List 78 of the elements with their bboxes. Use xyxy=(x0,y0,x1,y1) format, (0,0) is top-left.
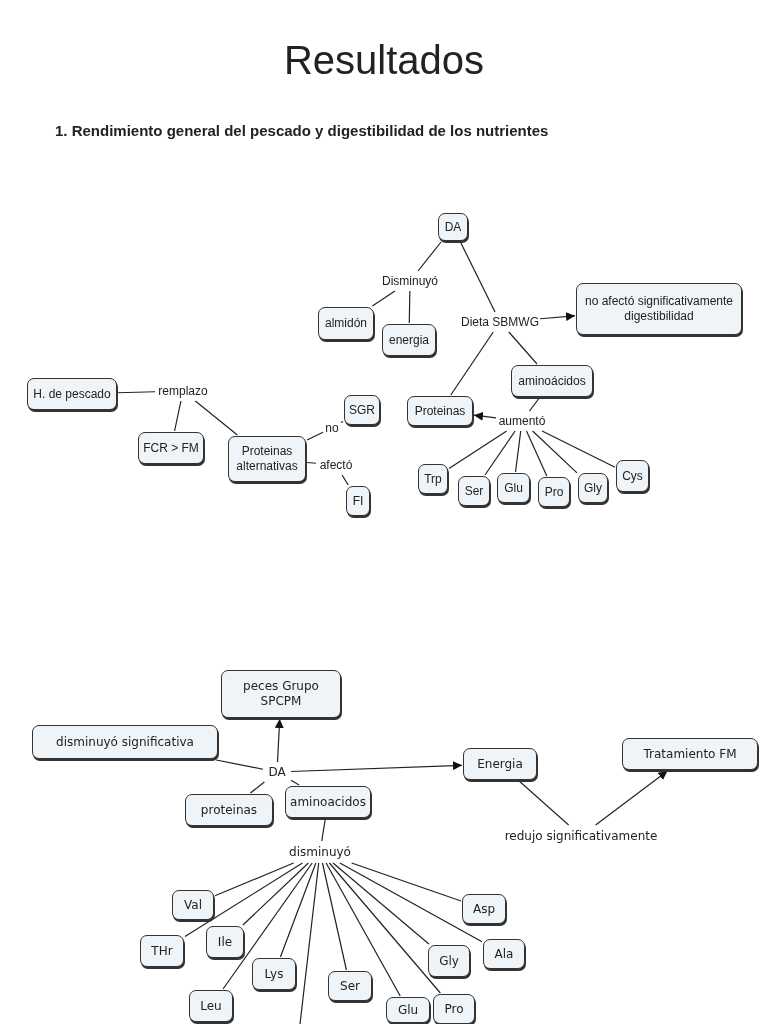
arrow xyxy=(274,718,284,763)
connector-line xyxy=(184,862,304,938)
concept-box: energia xyxy=(382,324,436,356)
concept-box: Cys xyxy=(616,460,649,492)
concept-box: Ile xyxy=(206,926,244,958)
arrow xyxy=(473,411,497,421)
concept-box: Energia xyxy=(463,748,537,780)
connector-line xyxy=(417,241,442,272)
arrow xyxy=(290,761,463,773)
concept-box: Tratamiento FM xyxy=(622,738,758,770)
concept-box: peces Grupo SPCPM xyxy=(221,670,341,718)
connector-line xyxy=(306,461,317,464)
concept-box: aminoacidos xyxy=(285,786,371,818)
concept-box: Trp xyxy=(418,464,448,494)
concept-box: Ser xyxy=(328,971,372,1001)
connector-line xyxy=(341,474,349,486)
connector-line xyxy=(299,862,320,1024)
concept-box: no afectó significativamente digestibilidad xyxy=(576,283,742,335)
connector-line xyxy=(321,818,326,842)
concept-box: H. de pescado xyxy=(27,378,117,410)
connector-line xyxy=(279,862,317,958)
connector-line xyxy=(541,430,616,468)
concept-box: disminuyó significativa xyxy=(32,725,218,759)
concept-box: Lys xyxy=(252,958,296,990)
connector-line xyxy=(351,862,462,902)
connector-line xyxy=(328,862,441,994)
concept-box: proteinas xyxy=(185,794,273,826)
connector-line xyxy=(249,781,265,794)
connector-line xyxy=(306,431,324,441)
concept-box: Glu xyxy=(497,473,530,503)
arrow xyxy=(539,312,576,322)
concept-box: DA xyxy=(438,213,468,241)
connector-line xyxy=(214,862,295,897)
connector-line xyxy=(174,400,182,432)
concept-box: Gly xyxy=(578,473,608,503)
concept-box: Pro xyxy=(538,477,570,507)
concept-box: almidón xyxy=(318,307,374,340)
connector-line xyxy=(525,430,548,477)
connector-line xyxy=(222,862,313,990)
concept-box: SGR xyxy=(344,395,380,425)
concept-box: aminoácidos xyxy=(511,365,593,397)
concept-box: FCR > FM xyxy=(138,432,204,464)
concept-box: Pro xyxy=(433,994,475,1024)
concept-box: Proteinas alternativas xyxy=(228,436,306,482)
concept-box: Leu xyxy=(189,990,233,1022)
connector-line xyxy=(321,862,348,971)
concept-box: Glu xyxy=(386,997,430,1023)
concept-box: THr xyxy=(140,935,184,967)
connector-line xyxy=(339,862,483,943)
arrow xyxy=(595,770,668,826)
connector-line xyxy=(514,430,522,473)
connector-line xyxy=(332,862,430,945)
connector-line xyxy=(459,241,496,313)
concept-box: FI xyxy=(346,486,370,516)
connector-line xyxy=(484,430,516,476)
connector-line xyxy=(117,391,156,394)
concept-box: Val xyxy=(172,890,214,920)
concept-box: Asp xyxy=(462,894,506,924)
concept-box: Ala xyxy=(483,939,525,969)
concept-box: Gly xyxy=(428,945,470,977)
section-heading: 1. Rendimiento general del pescado y digestibilidad de los nutrientes xyxy=(55,121,549,141)
connector-line xyxy=(290,779,300,786)
connector-line xyxy=(340,420,344,424)
connector-line xyxy=(408,290,411,324)
connector-line xyxy=(448,430,508,470)
connector-line xyxy=(371,290,396,307)
connector-line xyxy=(242,862,309,926)
page-title: Resultados xyxy=(283,37,485,84)
connector-line xyxy=(325,862,401,997)
connector-line xyxy=(528,397,540,412)
concept-box: Ser xyxy=(458,476,490,506)
connector-line xyxy=(532,430,578,474)
connector-line xyxy=(508,331,538,365)
connector-line xyxy=(194,400,238,436)
connector-line xyxy=(518,780,570,826)
connector-line xyxy=(215,759,264,770)
connector-line xyxy=(450,331,494,396)
concept-box: Proteinas xyxy=(407,396,473,426)
